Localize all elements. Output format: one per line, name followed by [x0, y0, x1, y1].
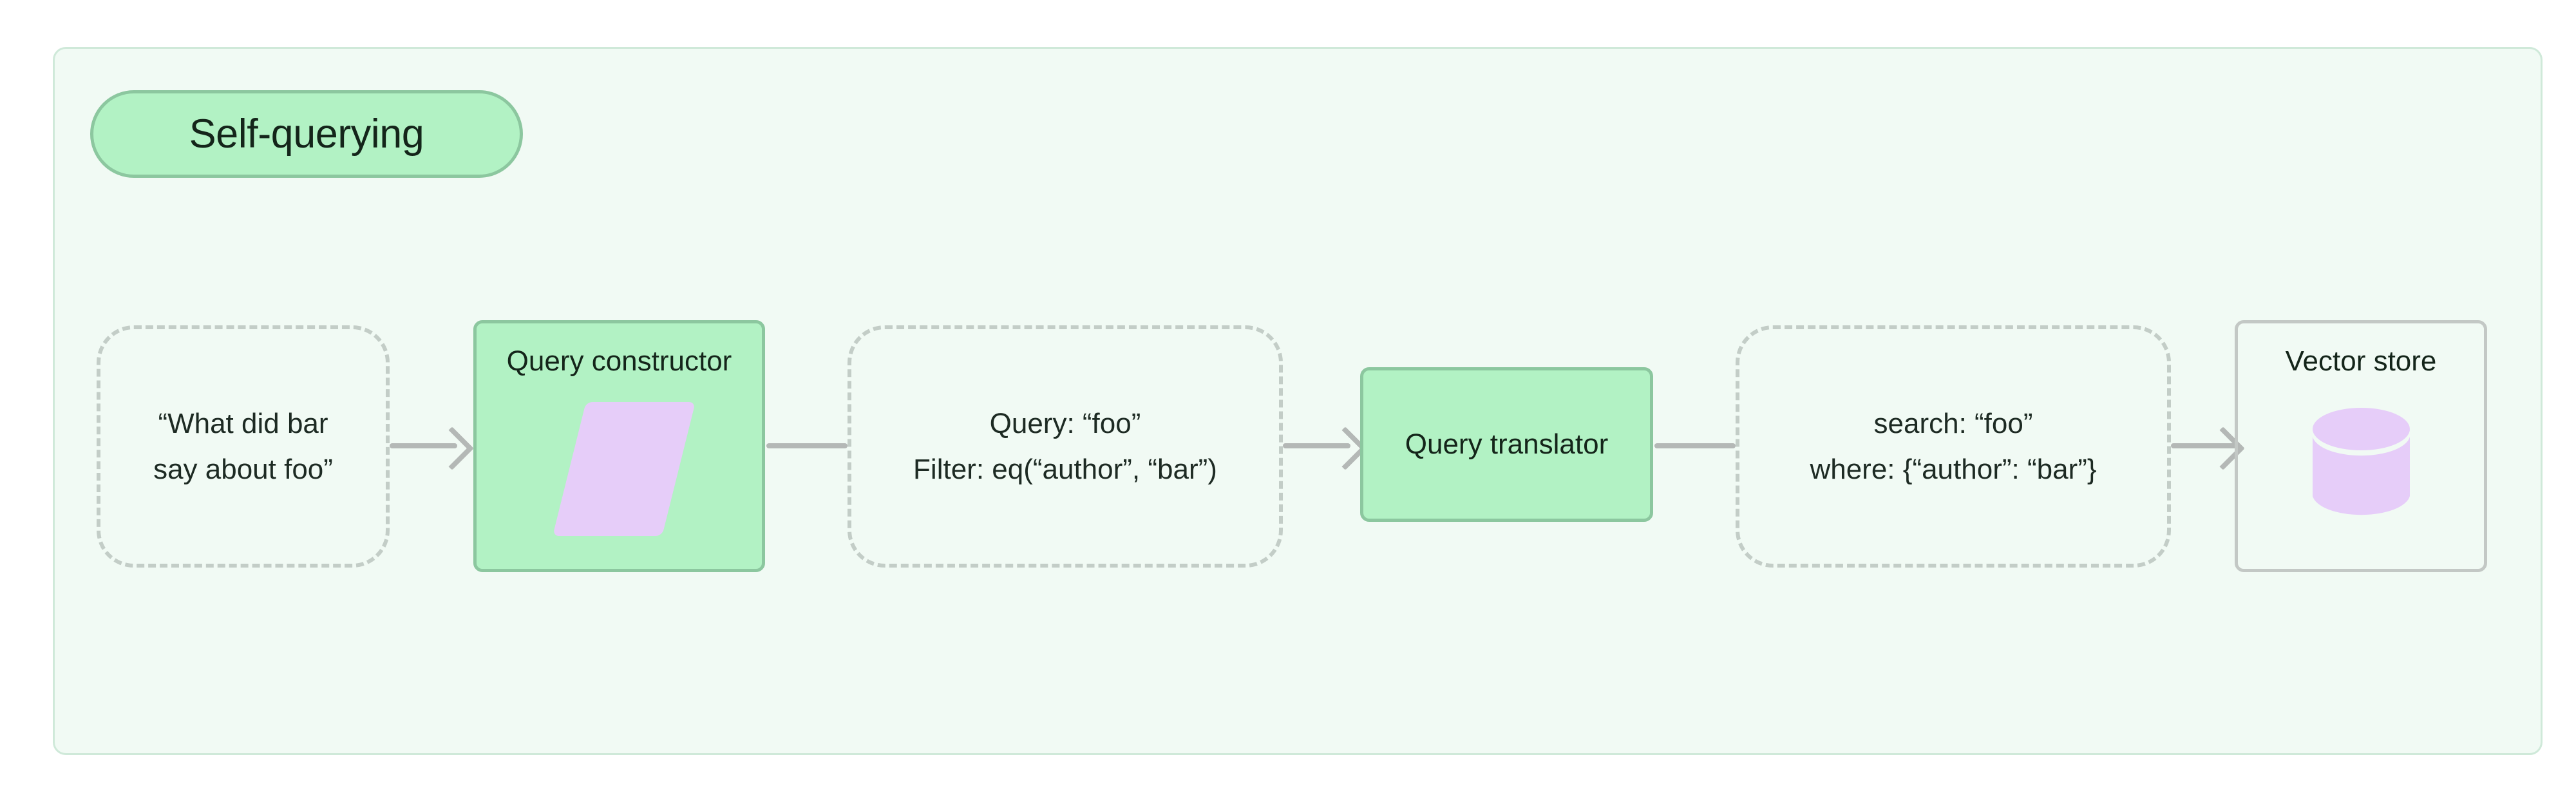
node-native-query[interactable]: search: “foo” where: {“author”: “bar”} — [1736, 325, 2171, 568]
edge-user-question-to-query-constructor — [390, 443, 457, 448]
edge-structured-query-to-query-translator — [1283, 443, 1350, 448]
node-query-constructor[interactable]: Query constructor — [473, 320, 765, 572]
node-structured-query-line-2: Filter: eq(“author”, “bar”) — [913, 454, 1217, 485]
node-vector-store-label: Vector store — [2285, 345, 2437, 377]
subgraph-title-pill: Self-querying — [90, 90, 523, 178]
node-native-query-line-2: where: {“author”: “bar”} — [1810, 454, 2097, 485]
edge-query-constructor-to-structured-query — [766, 443, 848, 448]
node-user-question-line-1: “What did bar — [158, 407, 328, 439]
database-cylinder-icon — [2311, 406, 2411, 522]
node-query-constructor-label: Query constructor — [506, 345, 732, 377]
edge-native-query-to-vector-store — [2171, 443, 2239, 448]
node-user-question-line-2: say about foo” — [153, 454, 333, 485]
node-query-translator[interactable]: Query translator — [1360, 367, 1653, 522]
node-structured-query-line-1: Query: “foo” — [989, 407, 1141, 439]
node-structured-query[interactable]: Query: “foo” Filter: eq(“author”, “bar”) — [848, 325, 1283, 568]
node-user-question[interactable]: “What did bar say about foo” — [97, 325, 390, 568]
node-vector-store[interactable]: Vector store — [2235, 320, 2487, 572]
node-query-translator-label: Query translator — [1405, 428, 1609, 460]
llm-parallelogram-icon — [552, 402, 696, 536]
edge-query-translator-to-native-query — [1654, 443, 1736, 448]
subgraph-title-label: Self-querying — [189, 111, 424, 157]
node-native-query-line-1: search: “foo” — [1873, 407, 2033, 439]
